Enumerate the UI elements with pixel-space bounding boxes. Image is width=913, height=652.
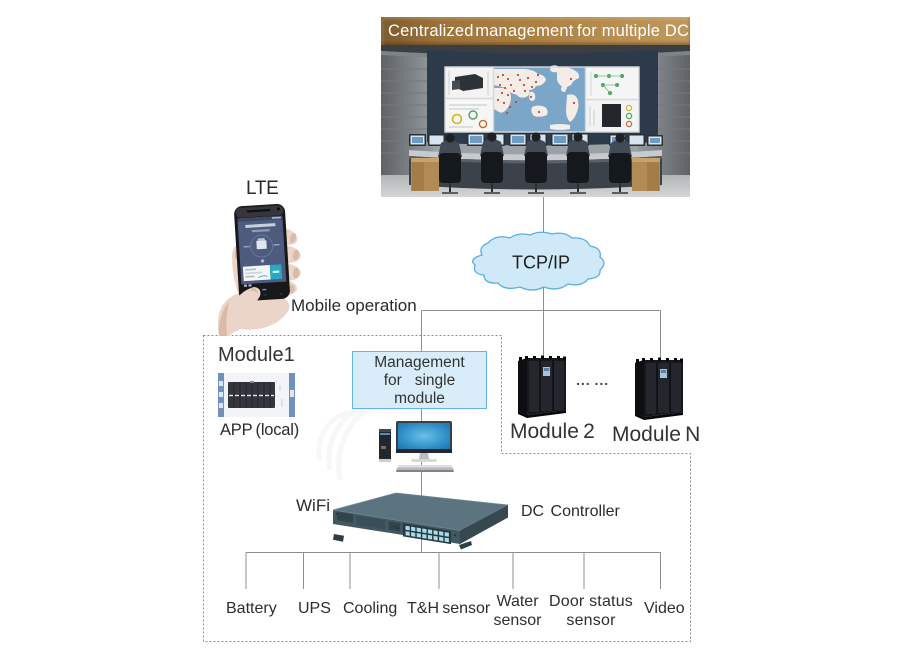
svg-text:TCP/IP: TCP/IP: [512, 253, 570, 273]
